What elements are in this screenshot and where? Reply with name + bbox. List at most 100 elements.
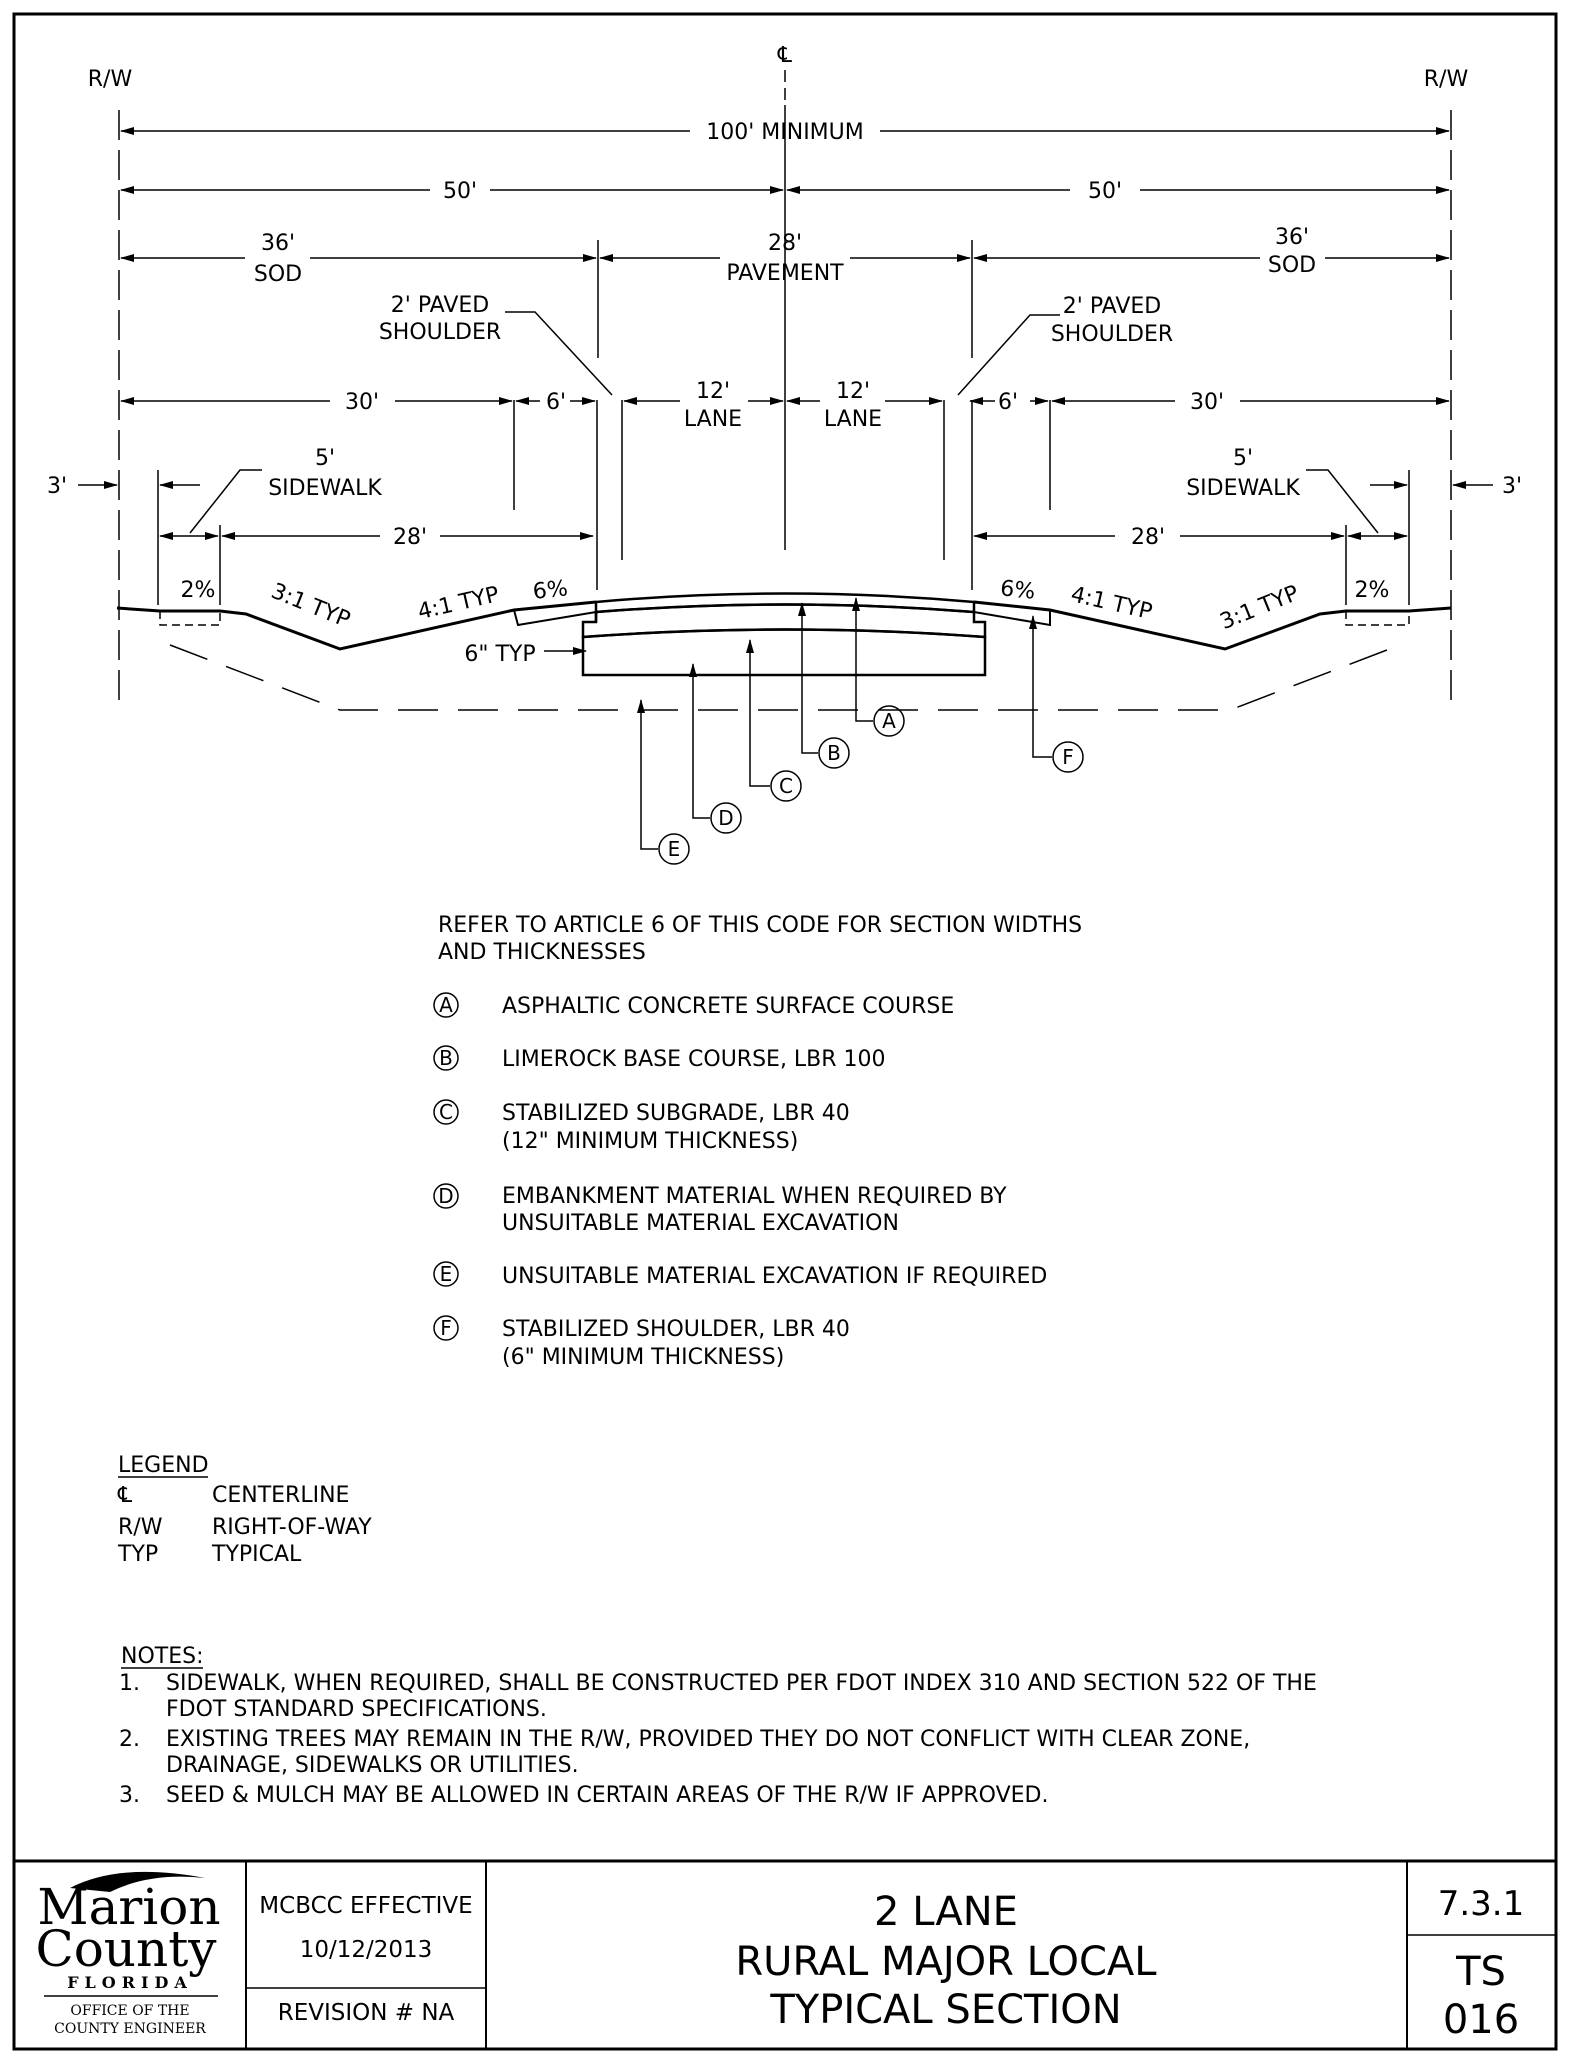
material-f-text-2: (6" MINIMUM THICKNESS) <box>502 1345 784 1370</box>
material-c-bubble <box>433 1099 459 1125</box>
rw-left-label: R/W <box>88 67 133 92</box>
general-notes: NOTES: 1. SIDEWALK, WHEN REQUIRED, SHALL… <box>119 1644 1317 1808</box>
centerline-symbol: ℄ <box>777 43 793 68</box>
material-c-text-2: (12" MINIMUM THICKNESS) <box>502 1129 798 1154</box>
marion-county-logo: Marion County FLORIDA OFFICE OF THE COUN… <box>35 1871 221 2037</box>
note-3-text: SEED & MULCH MAY BE ALLOWED IN CERTAIN A… <box>166 1783 1048 1808</box>
dim-6-right: 6' <box>998 390 1018 415</box>
sidewalk-right <box>1345 611 1410 626</box>
paved-shoulder-left-2: SHOULDER <box>379 320 501 345</box>
note-1-text-2: FDOT STANDARD SPECIFICATIONS. <box>166 1697 547 1722</box>
slope-6-left: 6% <box>532 576 569 605</box>
material-e-key: E <box>440 1262 453 1286</box>
sheet-code-1: TS <box>1455 1949 1506 1995</box>
slope-41-right: 4:1 TYP <box>1068 582 1154 625</box>
sidewalk-left-dim: 5' <box>315 446 335 471</box>
legend-meaning-centerline: CENTERLINE <box>212 1483 349 1508</box>
material-e-text: UNSUITABLE MATERIAL EXCAVATION IF REQUIR… <box>502 1264 1047 1289</box>
effective-date: 10/12/2013 <box>300 1937 433 1963</box>
sod-left-label: SOD <box>254 262 302 287</box>
callout-b <box>818 737 850 769</box>
note-1-text: SIDEWALK, WHEN REQUIRED, SHALL BE CONSTR… <box>166 1671 1317 1696</box>
dim-half-left: 50' <box>443 179 477 204</box>
dim-half-right: 50' <box>1088 179 1122 204</box>
material-b-text: LIMEROCK BASE COURSE, LBR 100 <box>502 1047 886 1072</box>
callout-bubbles: A B C D E F <box>658 705 1084 865</box>
dim-28-right: 28' <box>1131 525 1165 550</box>
callout-d <box>710 802 742 834</box>
note-2-text: EXISTING TREES MAY REMAIN IN THE R/W, PR… <box>166 1727 1250 1752</box>
dim-28-left: 28' <box>393 525 427 550</box>
callout-d-label: D <box>718 806 733 830</box>
material-d-bubble <box>433 1183 459 1209</box>
extension-lines <box>118 70 1452 705</box>
callout-b-label: B <box>827 741 841 765</box>
lane-left-dim: 12' <box>696 379 730 404</box>
material-f-key: F <box>440 1316 452 1340</box>
legend-meaning-typ: TYPICAL <box>211 1542 302 1567</box>
revision-label: REVISION # NA <box>278 2000 455 2026</box>
callout-a <box>873 705 905 737</box>
note-2-number: 2. <box>119 1727 140 1752</box>
rw-right-label: R/W <box>1424 67 1469 92</box>
material-d-text: EMBANKMENT MATERIAL WHEN REQUIRED BY <box>502 1184 1007 1209</box>
legend-abbr-centerline: ℄ <box>117 1483 133 1508</box>
index-number: 7.3.1 <box>1438 1884 1525 1924</box>
callout-c <box>770 770 802 802</box>
excavation-line <box>169 644 1401 711</box>
lane-left-label: LANE <box>684 407 742 432</box>
material-e-bubble <box>433 1261 459 1287</box>
callout-leaders <box>637 597 1052 850</box>
effective-label: MCBCC EFFECTIVE <box>259 1893 472 1919</box>
material-d-text-2: UNSUITABLE MATERIAL EXCAVATION <box>502 1211 899 1236</box>
paved-shoulder-right-2: SHOULDER <box>1051 322 1173 347</box>
dim-30-right: 30' <box>1190 390 1224 415</box>
sod-right-dim: 36' <box>1275 225 1309 250</box>
legend-abbr-typ: TYP <box>117 1542 158 1567</box>
callout-a-label: A <box>882 709 896 733</box>
slope-31-left: 3:1 TYP <box>267 579 353 633</box>
material-b-bubble <box>433 1045 459 1071</box>
material-d-key: D <box>438 1184 453 1208</box>
logo-line-2: County <box>35 1920 217 1978</box>
legend-abbr-rw: R/W <box>118 1515 163 1540</box>
legend-title: LEGEND <box>118 1453 209 1478</box>
slope-2-left: 2% <box>181 578 216 603</box>
lane-right-dim: 12' <box>836 379 870 404</box>
refer-line-1: REFER TO ARTICLE 6 OF THIS CODE FOR SECT… <box>438 913 1082 938</box>
callout-c-label: C <box>779 774 793 798</box>
material-a-text: ASPHALTIC CONCRETE SURFACE COURSE <box>502 994 954 1019</box>
refer-line-2: AND THICKNESSES <box>438 940 646 965</box>
thickness-typ: 6" TYP <box>464 642 535 667</box>
legend-meaning-rw: RIGHT-OF-WAY <box>212 1515 372 1540</box>
pavement-dim: 28' <box>768 231 802 256</box>
dim-3-right: 3' <box>1502 474 1522 499</box>
logo-state: FLORIDA <box>67 1973 193 1992</box>
sheet-title-line-1: 2 LANE <box>874 1889 1018 1935</box>
sheet-title-line-2: RURAL MAJOR LOCAL <box>735 1939 1157 1985</box>
slope-41-left: 4:1 TYP <box>416 582 502 625</box>
callout-f-label: F <box>1062 745 1074 769</box>
sod-right-label: SOD <box>1268 253 1316 278</box>
sidewalk-left <box>159 611 221 626</box>
paved-shoulder-right-1: 2' PAVED <box>1063 294 1161 319</box>
sidewalk-right-dim: 5' <box>1233 446 1253 471</box>
sidewalk-left-label: SIDEWALK <box>268 476 382 501</box>
material-c-text: STABILIZED SUBGRADE, LBR 40 <box>502 1101 850 1126</box>
material-a-key: A <box>439 993 453 1017</box>
leader-lines <box>189 311 1379 534</box>
sod-left-dim: 36' <box>261 231 295 256</box>
stabilized-subgrade <box>581 628 987 677</box>
dim-3-left: 3' <box>47 474 67 499</box>
material-f-bubble <box>433 1315 459 1341</box>
legend: LEGEND ℄ CENTERLINE R/W RIGHT-OF-WAY TYP… <box>117 1453 372 1567</box>
sheet-border <box>12 12 1558 2051</box>
note-2-text-2: DRAINAGE, SIDEWALKS OR UTILITIES. <box>166 1753 579 1778</box>
material-list: A ASPHALTIC CONCRETE SURFACE COURSE B LI… <box>433 992 1047 1370</box>
sidewalk-right-label: SIDEWALK <box>1186 476 1300 501</box>
material-a-bubble <box>433 992 459 1018</box>
callout-e <box>658 833 690 865</box>
slope-31-right: 3:1 TYP <box>1217 581 1303 635</box>
